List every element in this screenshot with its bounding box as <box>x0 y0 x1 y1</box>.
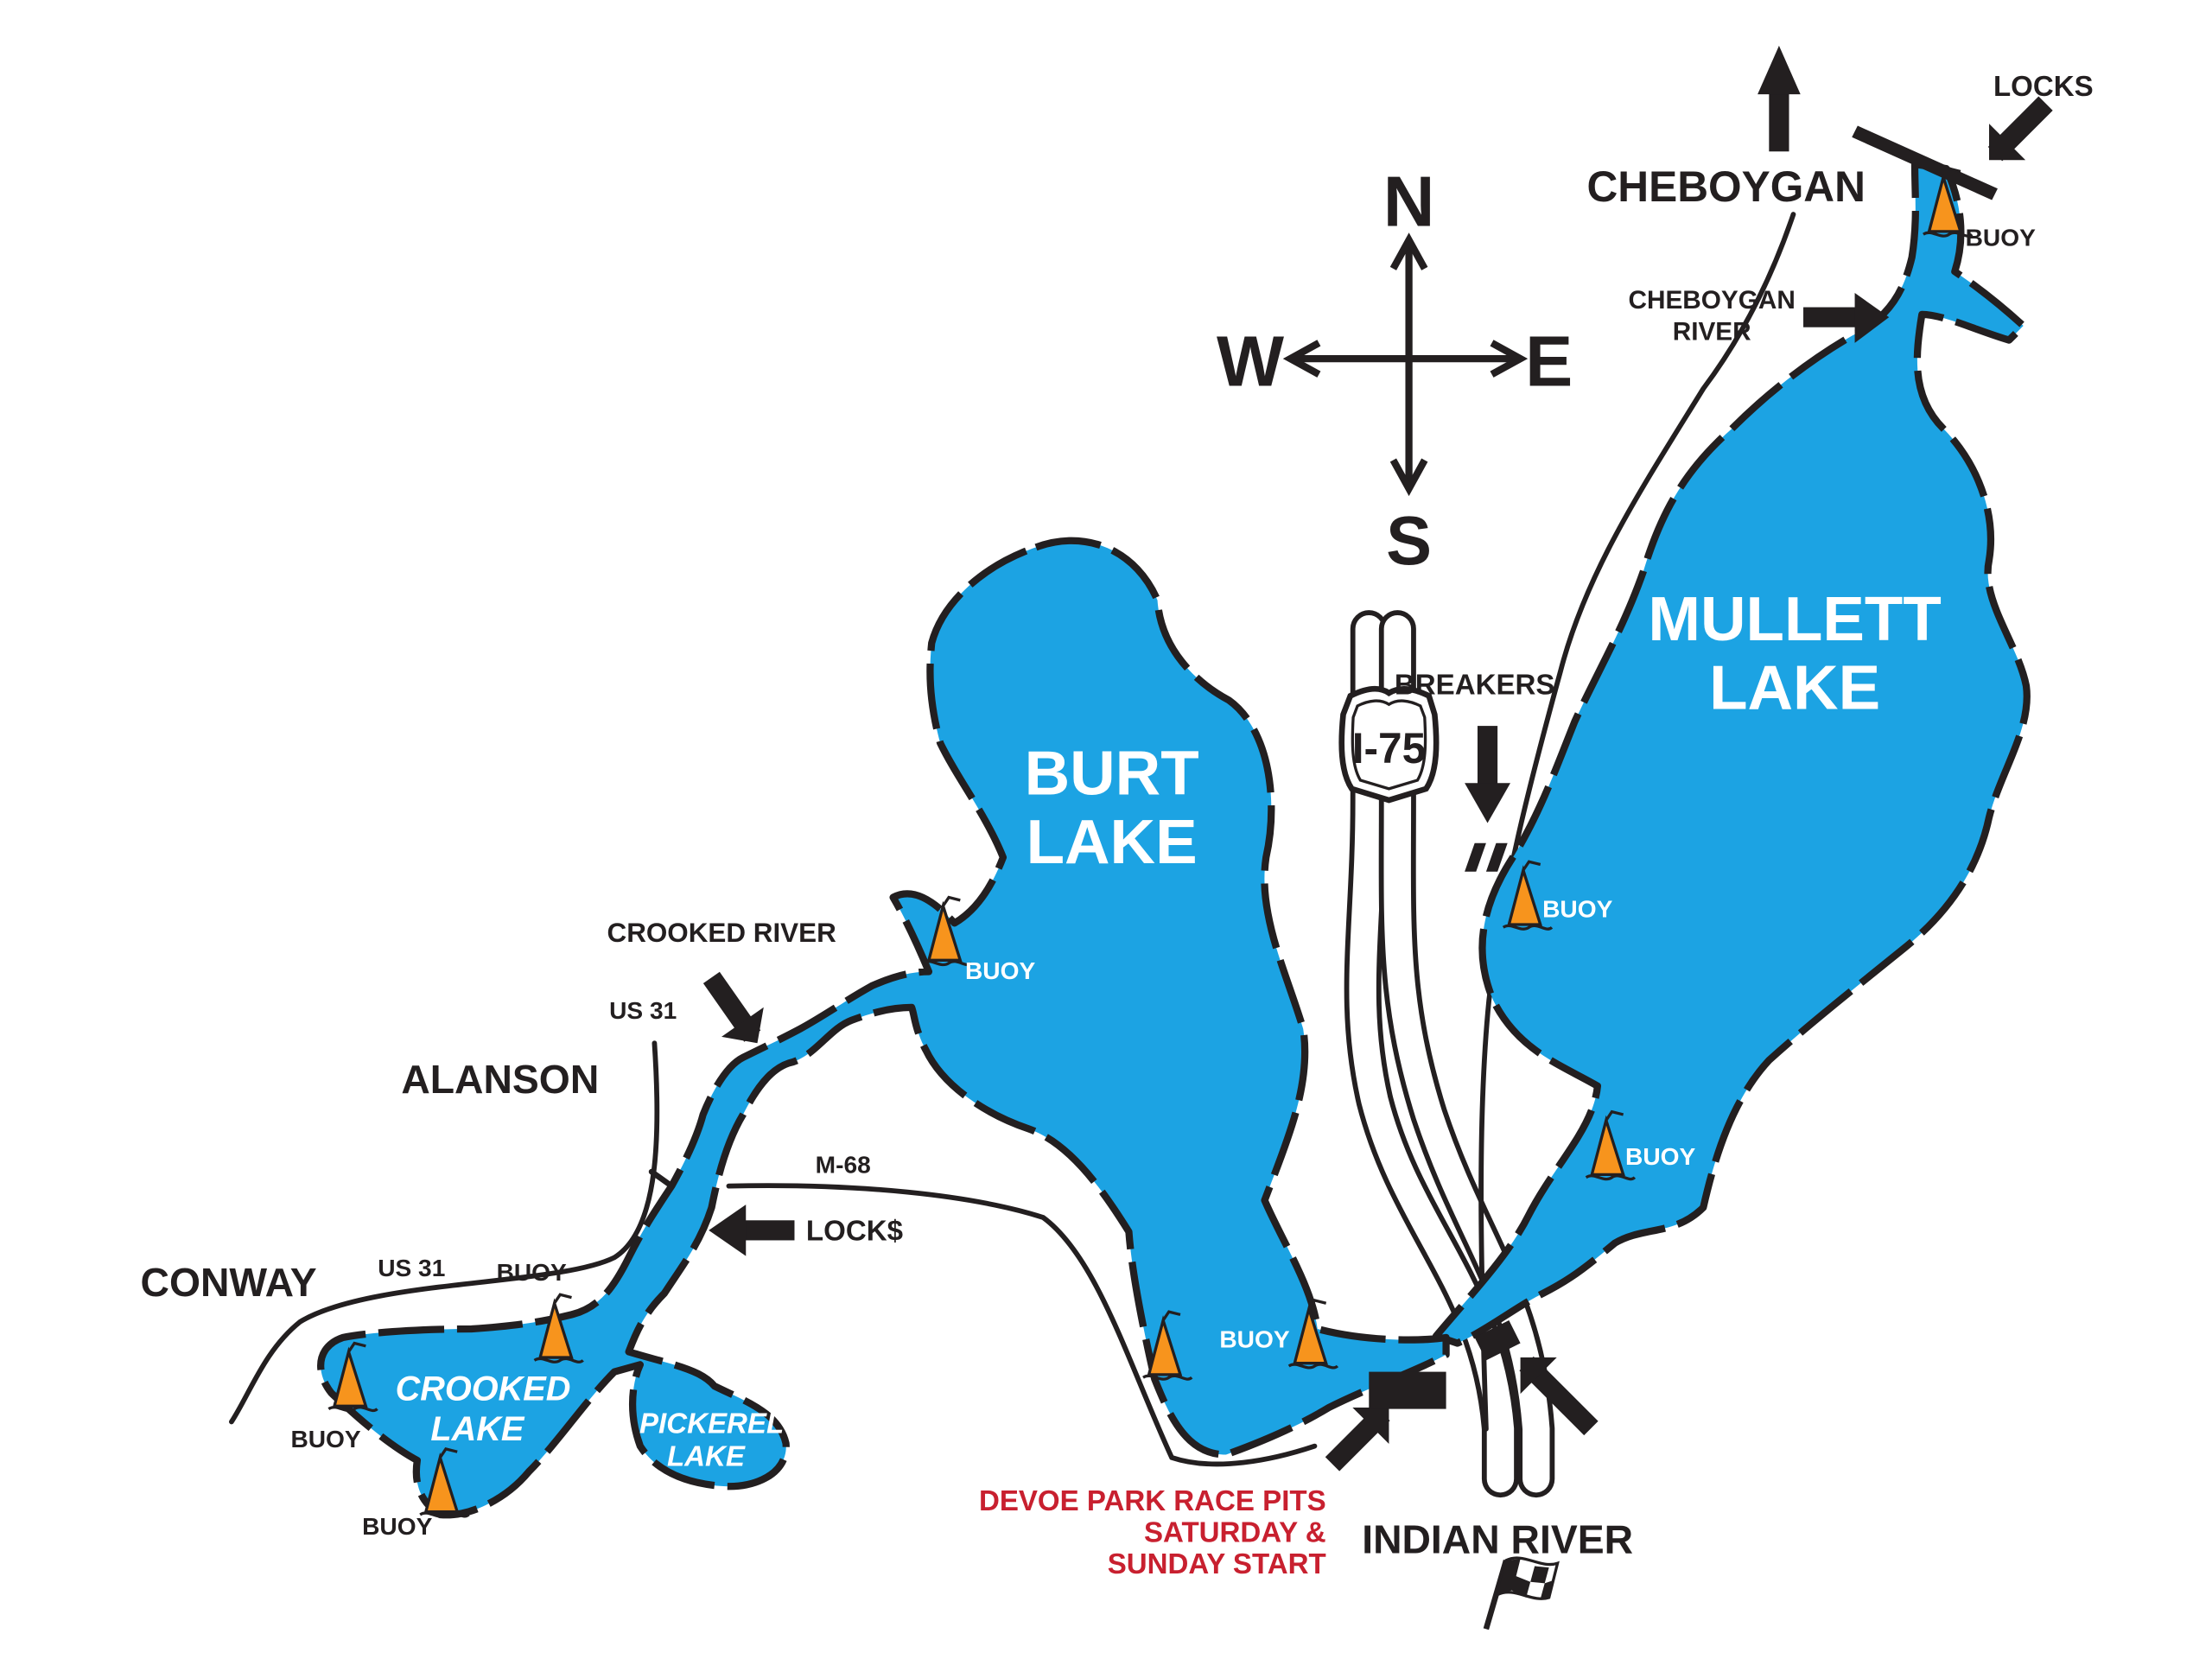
mullett-lake-label-2: LAKE <box>1709 652 1880 722</box>
pits-arrow-icon <box>1325 1406 1390 1471</box>
crooked-lake-label-1: CROOKED <box>396 1370 571 1408</box>
breakers-mark-1 <box>1465 842 1486 872</box>
buoy-label: BUOY <box>1542 896 1612 923</box>
devoe-park-pits-marker <box>1369 1371 1446 1409</box>
cheboygan-river-label-2: RIVER <box>1673 318 1751 346</box>
road-tick <box>648 1168 675 1189</box>
locks-south-arrow-icon <box>709 1205 795 1256</box>
crooked-river-arrow-icon <box>702 971 764 1044</box>
arrows <box>702 45 2053 1471</box>
compass-rose-icon <box>1282 232 1529 497</box>
breakers-mark-2 <box>1485 842 1508 872</box>
buoy-label: BUOY <box>497 1259 567 1286</box>
pits-label-3: SUNDAY START <box>1108 1548 1326 1580</box>
burt-lake <box>317 537 1450 1519</box>
us-31-north-road <box>229 1040 660 1425</box>
burt-lake-label-2: LAKE <box>1027 807 1198 877</box>
alanson-label: ALANSON <box>401 1057 599 1102</box>
interstate-label: I-75 <box>1352 724 1426 772</box>
pits-label-2: SATURDAY & <box>1144 1516 1326 1548</box>
pits-label-1: DEVOE PARK RACE PITS <box>979 1485 1326 1517</box>
mullett-lake <box>1432 161 2031 1347</box>
buoy-label: BUOY <box>1219 1325 1289 1352</box>
breakers-label: BREAKERS <box>1395 670 1555 702</box>
locks-south-label: LOCK$ <box>806 1215 903 1247</box>
locks-north-bar <box>1852 125 1998 200</box>
structures <box>1369 125 1998 1409</box>
m-68-label: M-68 <box>816 1152 871 1179</box>
crooked-lake-label-2: LAKE <box>430 1410 525 1448</box>
buoy-label: BUOY <box>290 1426 360 1452</box>
buoy-label: BUOY <box>1966 224 2036 251</box>
cheboygan-river-label-1: CHEBOYGAN <box>1628 286 1795 315</box>
interstate-shield-icon <box>1338 685 1440 804</box>
north-arrow-icon <box>1758 45 1801 152</box>
pickerel-lake-label-2: LAKE <box>667 1441 746 1473</box>
buoy-label: BUOY <box>362 1513 432 1540</box>
burt-lake-label-1: BURT <box>1025 738 1199 808</box>
locks-north-label: LOCKS <box>1993 71 2094 103</box>
cheboygan-road <box>1478 212 1796 1432</box>
buoy-label: BUOY <box>965 957 1035 984</box>
indian-river-label: INDIAN RIVER <box>1362 1517 1633 1562</box>
compass-east: E <box>1525 321 1573 402</box>
buoy-label: BUOY <box>1625 1143 1695 1170</box>
waterways <box>317 161 2031 1519</box>
indian-river-marker <box>1474 1320 1521 1361</box>
compass-south: S <box>1386 502 1432 579</box>
m-68-road <box>726 1183 1318 1467</box>
crooked-river-label: CROOKED RIVER <box>607 918 837 948</box>
checkered-flag-icon <box>1483 1556 1560 1630</box>
pickerel-lake-label-1: PICKEREL <box>639 1408 784 1440</box>
cheboygan-river-arrow-icon <box>1803 293 1890 343</box>
us-31-north-label: US 31 <box>609 997 677 1024</box>
cheboygan-label: CHEBOYGAN <box>1586 162 1866 211</box>
mullett-lake-label-1: MULLETT <box>1648 584 1941 654</box>
compass-north: N <box>1383 161 1435 241</box>
compass-west: W <box>1217 321 1284 402</box>
conway-label: CONWAY <box>141 1260 317 1305</box>
us-31-south-label: US 31 <box>378 1255 445 1281</box>
breakers-arrow-icon <box>1465 726 1511 823</box>
